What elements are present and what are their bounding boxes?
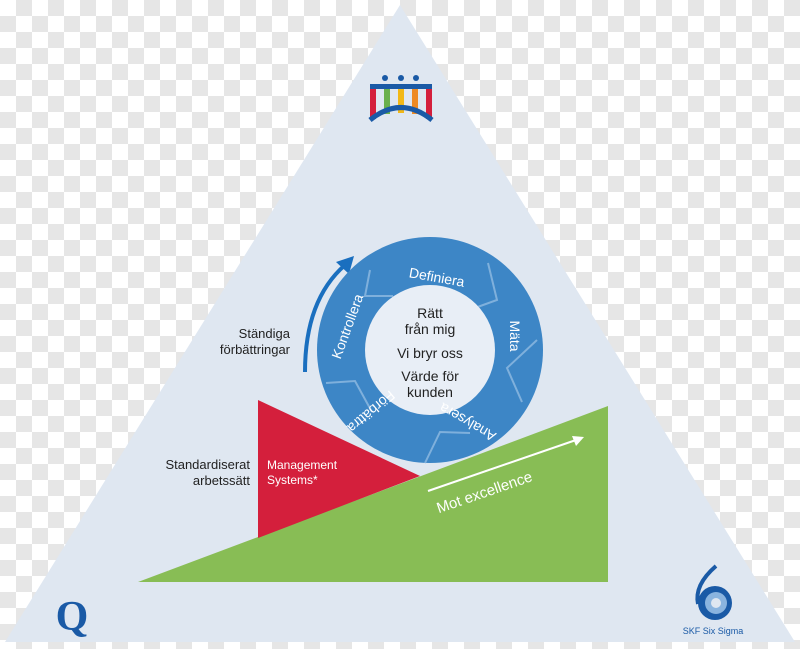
- skf-label: SKF Six Sigma: [683, 626, 744, 636]
- center-line-2: från mig: [405, 321, 456, 337]
- ring-center: [365, 285, 495, 415]
- team-bridge-icon: [368, 75, 434, 122]
- center-line-4: Värde för: [401, 368, 459, 384]
- management-systems-wedge: [258, 400, 420, 538]
- standard-label-1: Standardiserat: [165, 457, 250, 472]
- continuous-label-2: förbättringar: [219, 342, 290, 357]
- mgmt-label-2: Systems*: [267, 473, 318, 487]
- center-line-5: kunden: [407, 384, 453, 400]
- continuous-label-1: Ständiga: [238, 326, 290, 341]
- improvement-arrowhead: [336, 256, 354, 274]
- standard-label-2: arbetssätt: [192, 473, 250, 488]
- skf-six-sigma-logo: SKF Six Sigma: [683, 564, 744, 636]
- mgmt-label-1: Management: [267, 458, 338, 472]
- center-line-3: Vi bryr oss: [397, 345, 463, 361]
- continuous-improvement-label: Ständiga förbättringar: [190, 326, 290, 358]
- excellence-arrow: [427, 439, 577, 492]
- center-line-1: Rätt: [417, 305, 443, 321]
- q-logo: Q: [56, 594, 89, 640]
- excellence-arrowhead: [572, 436, 584, 446]
- center-text: Rätt från mig Vi bryr oss Värde för kund…: [397, 305, 463, 400]
- standardized-work-label: Standardiserat arbetssätt: [130, 457, 250, 489]
- ring-dividers: [325, 262, 538, 464]
- step-mata: Mäta: [507, 320, 523, 351]
- improvement-arrow: [303, 263, 347, 373]
- excellence-wedge: [138, 406, 608, 582]
